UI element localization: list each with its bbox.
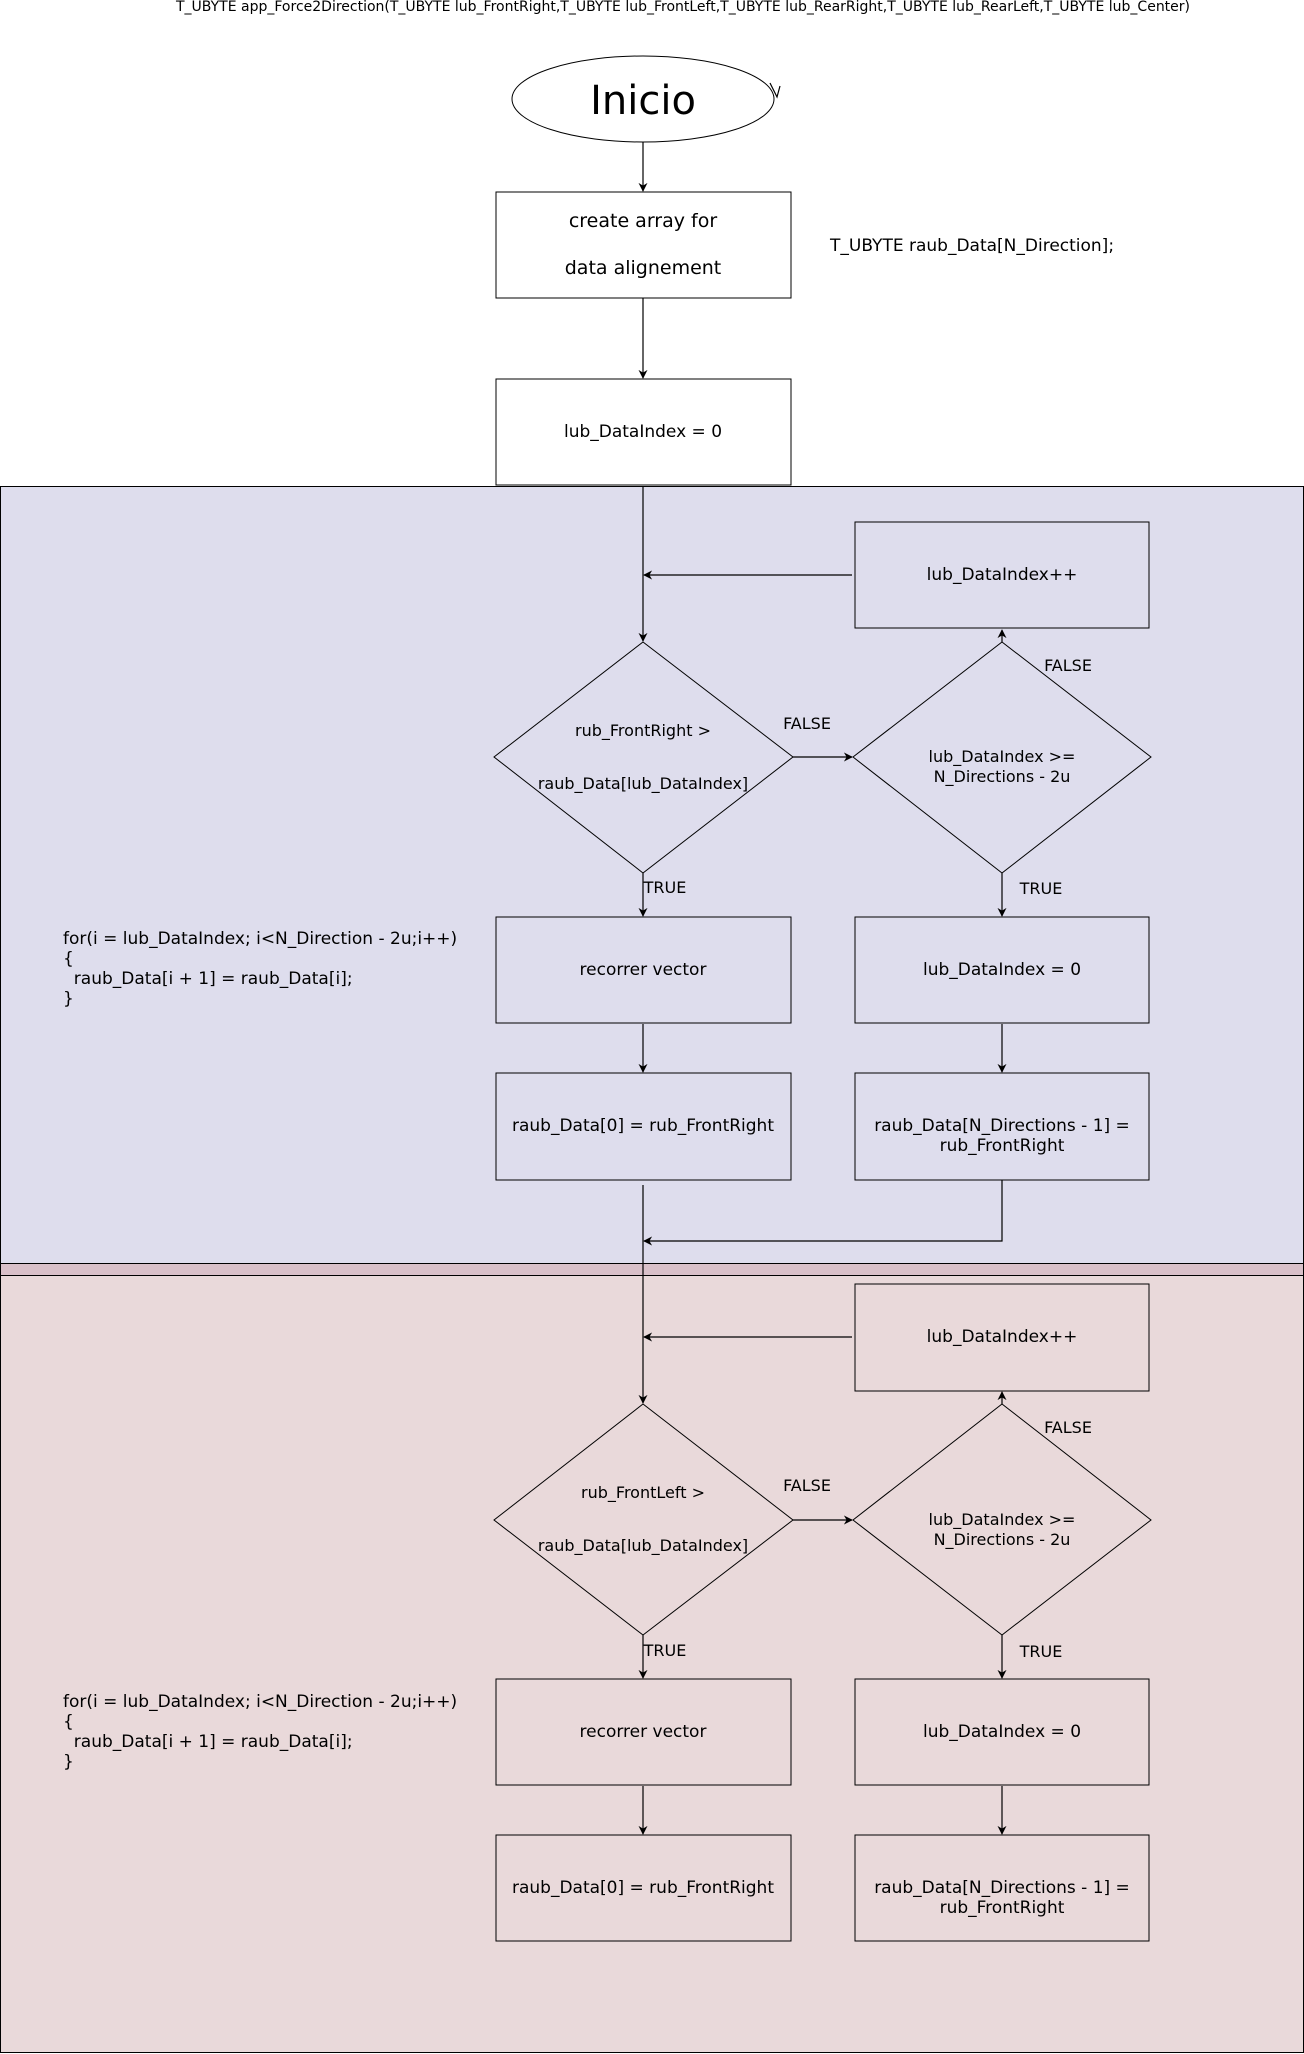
- compare-line2: raub_Data[lub_DataIndex]: [538, 1536, 748, 1556]
- init-index-label: lub_DataIndex = 0: [564, 422, 722, 442]
- increment-label: lub_DataIndex++: [927, 565, 1078, 585]
- code-line: raub_Data[i + 1] = raub_Data[i];: [63, 1732, 353, 1752]
- create-array-line2: data alignement: [565, 257, 722, 279]
- shift-label: recorrer vector: [580, 1722, 707, 1742]
- start-label: Inicio: [590, 78, 696, 124]
- assign-first-label: raub_Data[0] = rub_FrontRight: [512, 1878, 774, 1898]
- limit-line2: N_Directions - 2u: [934, 1530, 1071, 1550]
- shift-node: [495, 916, 792, 1024]
- increment-node: [854, 521, 1150, 629]
- compare-line1: rub_FrontLeft >: [581, 1483, 705, 1503]
- limit-true-label: TRUE: [1019, 879, 1063, 898]
- limit-false-label: FALSE: [1044, 1418, 1092, 1437]
- increment-label: lub_DataIndex++: [927, 1327, 1078, 1347]
- code-line: {: [63, 949, 74, 969]
- lane-2: lub_DataIndex++ rub_FrontLeft > raub_Dat…: [63, 1283, 1152, 1942]
- assign-first-node: [495, 1834, 792, 1942]
- limit-line2: N_Directions - 2u: [934, 767, 1071, 787]
- compare-true-label: TRUE: [643, 878, 687, 897]
- reset-index-label: lub_DataIndex = 0: [923, 1722, 1081, 1742]
- code-line: raub_Data[i + 1] = raub_Data[i];: [63, 969, 353, 989]
- lane-1-background: [0, 486, 1304, 1264]
- assign-last-line2: rub_FrontRight: [940, 1898, 1065, 1918]
- assign-last-node: [854, 1834, 1150, 1942]
- code-line: for(i = lub_DataIndex; i<N_Direction - 2…: [63, 929, 457, 949]
- start-loop-arrow: [769, 82, 781, 99]
- create-array-node: [495, 191, 792, 299]
- shift-label: recorrer vector: [580, 960, 707, 980]
- code-line: {: [63, 1712, 74, 1732]
- create-array-note: T_UBYTE raub_Data[N_Direction];: [829, 236, 1114, 256]
- reset-index-label: lub_DataIndex = 0: [923, 960, 1081, 980]
- assign-first-label: raub_Data[0] = rub_FrontRight: [512, 1116, 774, 1136]
- function-signature: T_UBYTE app_Force2Direction(T_UBYTE lub_…: [175, 0, 1190, 15]
- code-block: for(i = lub_DataIndex; i<N_Direction - 2…: [63, 929, 463, 1009]
- edge-assign-last-to-merge: [643, 1180, 1003, 1246]
- code-line: }: [63, 1752, 74, 1772]
- compare-line1: rub_FrontRight >: [575, 721, 711, 741]
- lane-2-background: [0, 1275, 1304, 2053]
- assign-last-line1: raub_Data[N_Directions - 1] =: [874, 1878, 1130, 1898]
- init-index-node: [495, 378, 792, 486]
- assign-last-line1: raub_Data[N_Directions - 1] =: [874, 1116, 1130, 1136]
- reset-index-node: [854, 916, 1150, 1024]
- create-array-line1: create array for: [569, 210, 718, 232]
- increment-node: [854, 1283, 1150, 1392]
- lane-separator: [0, 1263, 1304, 1276]
- code-line: }: [63, 989, 74, 1009]
- compare-false-label: FALSE: [783, 714, 831, 733]
- shift-node: [495, 1678, 792, 1786]
- limit-true-label: TRUE: [1019, 1642, 1063, 1661]
- assign-first-node: [495, 1072, 792, 1181]
- code-line: for(i = lub_DataIndex; i<N_Direction - 2…: [63, 1692, 457, 1712]
- limit-false-label: FALSE: [1044, 656, 1092, 675]
- code-block: for(i = lub_DataIndex; i<N_Direction - 2…: [63, 1692, 463, 1772]
- assign-last-line2: rub_FrontRight: [940, 1136, 1065, 1156]
- lane-1: lub_DataIndex++ rub_FrontRight > raub_Da…: [63, 486, 1152, 1246]
- reset-index-node: [854, 1678, 1150, 1786]
- compare-line2: raub_Data[lub_DataIndex]: [538, 774, 748, 794]
- limit-line1: lub_DataIndex >=: [929, 747, 1076, 767]
- compare-true-label: TRUE: [643, 1641, 687, 1660]
- limit-line1: lub_DataIndex >=: [929, 1510, 1076, 1530]
- compare-false-label: FALSE: [783, 1476, 831, 1495]
